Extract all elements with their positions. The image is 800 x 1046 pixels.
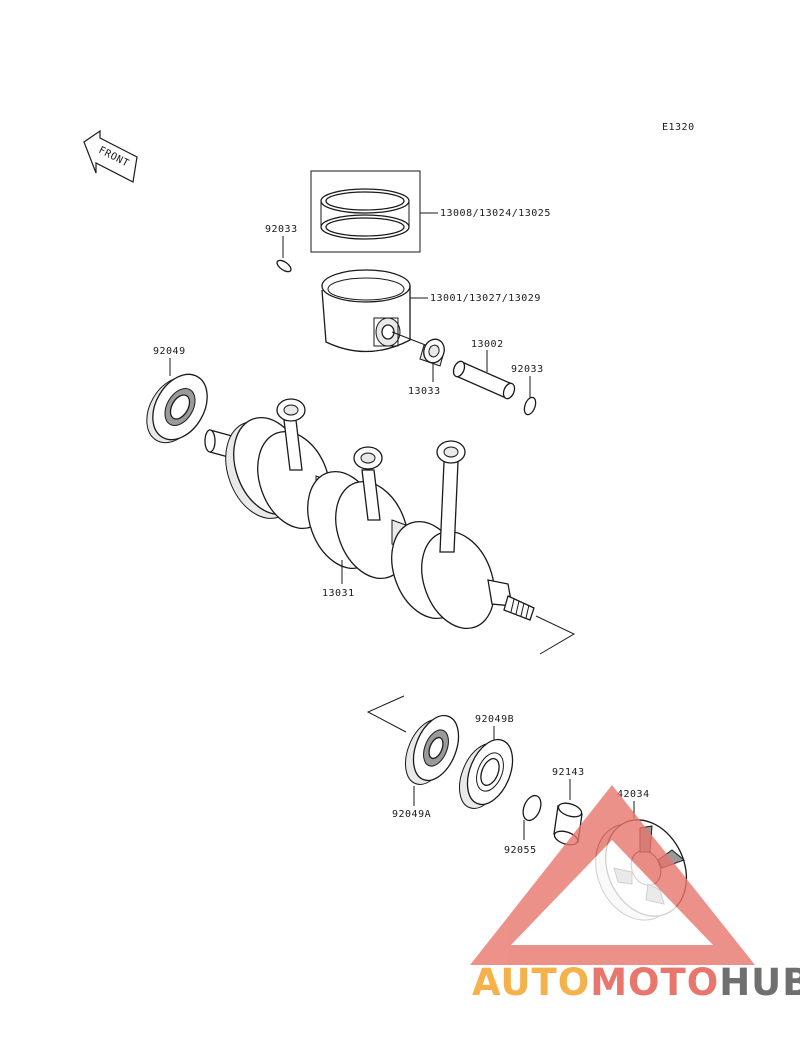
oil-seal-left[interactable] <box>136 365 219 453</box>
front-arrow-icon: FRONT <box>83 129 138 183</box>
label-needle-bearing: 13033 <box>408 386 441 397</box>
piston-ring-set[interactable] <box>310 170 421 253</box>
label-oil-seal-a: 92049A <box>392 809 431 820</box>
label-piston-pin: 13002 <box>471 339 504 350</box>
needle-bearing[interactable] <box>419 336 448 367</box>
label-coupling: 42034 <box>617 789 650 800</box>
label-crankshaft: 13031 <box>322 588 355 599</box>
watermark-triangle-icon <box>470 785 755 965</box>
crankshaft[interactable] <box>204 398 535 639</box>
label-clip-top: 92033 <box>265 224 298 235</box>
label-piston: 13001/13027/13029 <box>430 293 541 304</box>
oil-seal-b[interactable] <box>451 733 522 815</box>
clip-top[interactable] <box>275 258 293 274</box>
oil-seal-a[interactable] <box>397 709 468 791</box>
watermark: AUTOMOTOHUB <box>470 785 800 1004</box>
diagram-code: E1320 <box>662 122 695 133</box>
label-ring-set: 13008/13024/13025 <box>440 208 551 219</box>
label-clip-right: 92033 <box>511 364 544 375</box>
piston-pin[interactable] <box>451 360 516 401</box>
clip-right[interactable] <box>522 396 538 416</box>
label-collar: 92143 <box>552 767 585 778</box>
label-o-ring: 92055 <box>504 845 537 856</box>
o-ring[interactable] <box>520 793 545 823</box>
label-oil-seal-left: 92049 <box>153 346 186 357</box>
piston[interactable] <box>321 269 411 353</box>
label-oil-seal-b: 92049B <box>475 714 514 725</box>
watermark-logo: AUTOMOTOHUB <box>472 961 800 1004</box>
